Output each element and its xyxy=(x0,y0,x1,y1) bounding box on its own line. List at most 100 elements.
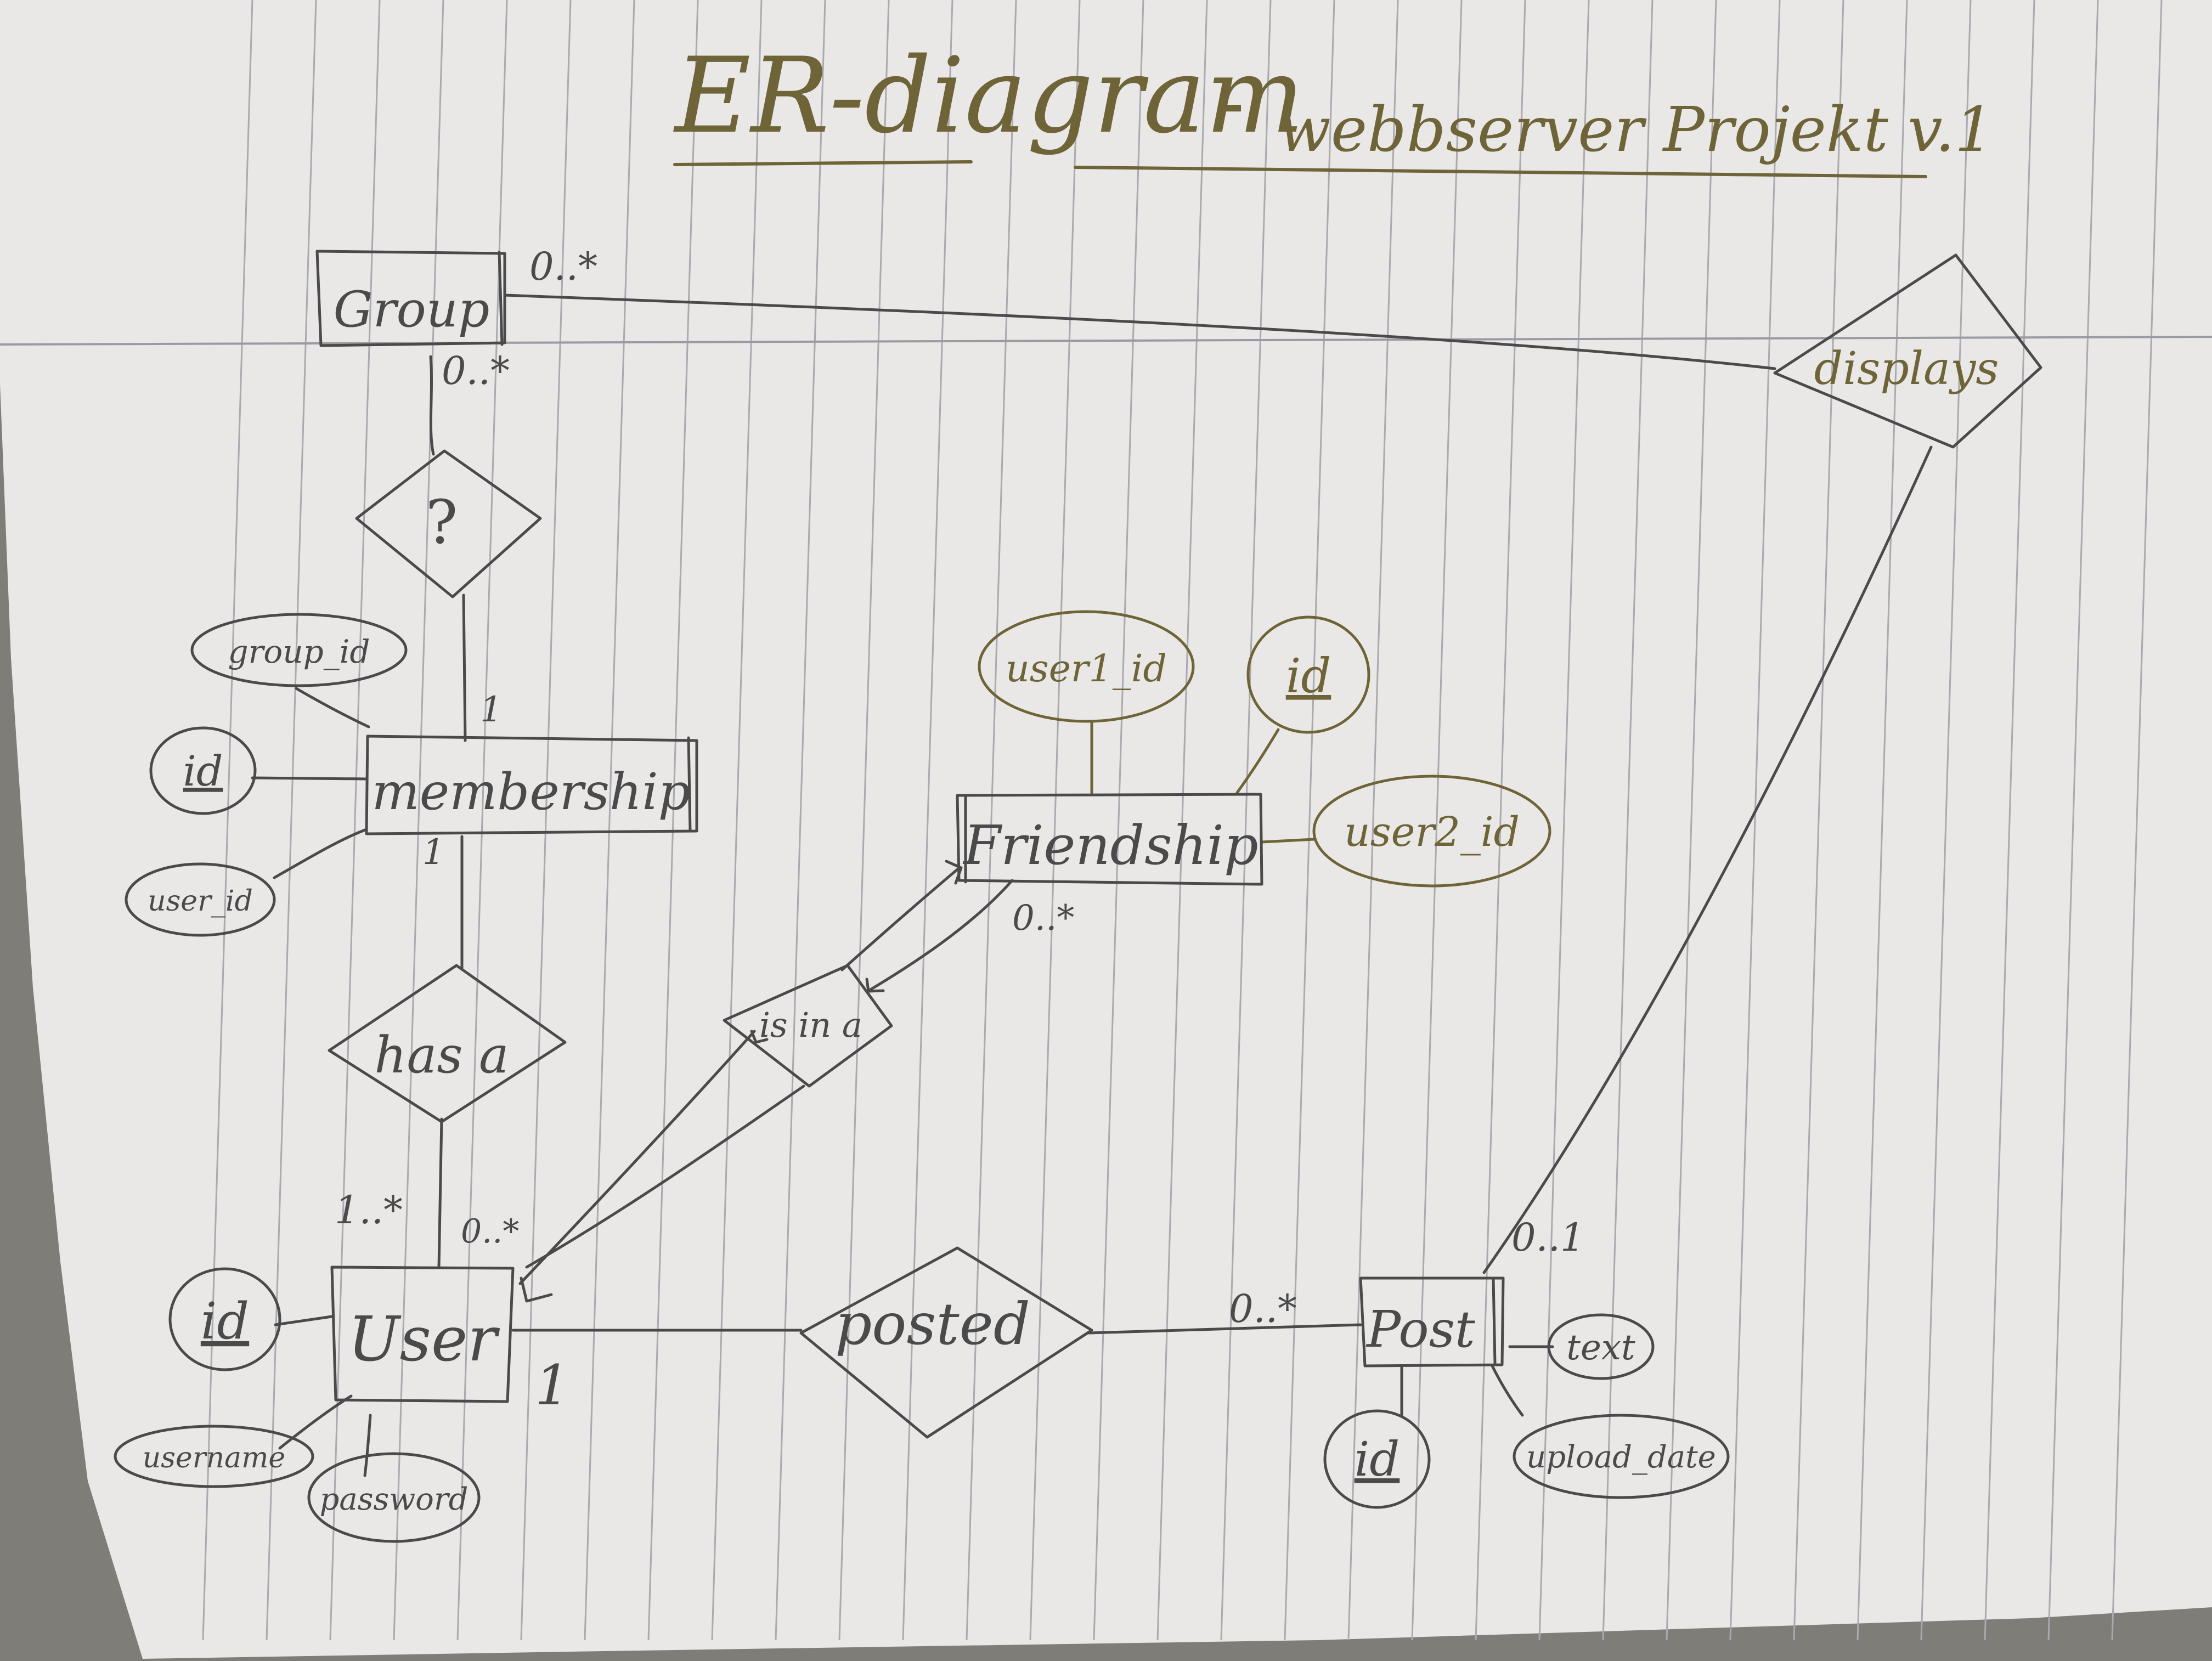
attribute-user-id-label: user_id xyxy=(148,885,253,918)
connectors-pen xyxy=(1090,720,1316,844)
cardinality-user-right: 0..* xyxy=(461,1212,519,1251)
line-user2id-friendship xyxy=(1260,838,1316,844)
line-useridkey-user xyxy=(274,1315,334,1326)
cardinality-labels: 0..* 0..* 1 1 0..* 1..* 0..* 1 0..* 0..1 xyxy=(335,244,1585,1417)
attribute-friendship-id-label: id xyxy=(1286,649,1331,704)
ruled-line-23 xyxy=(1666,0,1717,1641)
ruled-line-12 xyxy=(966,0,1017,1641)
ruled-line-10 xyxy=(838,0,890,1641)
attribute-friendship-user2-id-label: user2_id xyxy=(1344,809,1520,856)
ruled-line-18 xyxy=(1347,0,1399,1641)
line-groupid-membership xyxy=(295,687,370,728)
relationship-unknown-label: ? xyxy=(426,487,458,557)
connectors xyxy=(251,293,1933,1477)
ruled-line-16 xyxy=(1220,0,1272,1641)
cardinality-user-left: 1..* xyxy=(335,1188,403,1233)
line-memberid-membership xyxy=(251,776,368,781)
attribute-username-label: username xyxy=(143,1442,285,1474)
line-group-displays xyxy=(503,293,1776,370)
attribute-post-id-label: id xyxy=(1355,1432,1400,1487)
attribute-group-id: group_id xyxy=(190,613,408,687)
line-uploaddate-post xyxy=(1491,1364,1524,1417)
title-block: ER-diagram - webbserver Projekt v.1 xyxy=(673,35,1994,178)
arrow-head-isina-2 xyxy=(865,978,885,993)
attribute-friendship-user1-id-label: user1_id xyxy=(1006,647,1167,691)
cardinality-membership-top: 1 xyxy=(480,690,503,730)
ruled-line-14 xyxy=(1093,0,1144,1641)
relationship-has-a-label: has a xyxy=(374,1026,509,1084)
attribute-friendship-id: id xyxy=(1246,615,1370,734)
attribute-friendship-user1-id: user1_id xyxy=(978,610,1195,723)
line-user-isina-a xyxy=(518,1030,756,1285)
ruled-line-11 xyxy=(902,0,953,1641)
attribute-user-id-key-label: id xyxy=(201,1292,249,1351)
line-userid-membership xyxy=(273,828,368,879)
ruled-line-9 xyxy=(775,0,826,1641)
attribute-password: password xyxy=(307,1452,481,1543)
title-underline-right xyxy=(1074,166,1927,178)
attribute-membership-id-label: id xyxy=(183,747,223,795)
entity-user: User xyxy=(330,1265,515,1403)
cardinality-group-below: 0..* xyxy=(442,348,510,393)
entity-group: Group xyxy=(315,250,506,347)
ruled-line-15 xyxy=(1156,0,1208,1641)
line-password-user xyxy=(363,1414,372,1477)
relationship-posted: posted xyxy=(799,1246,1093,1439)
arrow-head-user xyxy=(520,1276,553,1303)
arrow-head-friendship xyxy=(945,860,963,885)
attribute-group-id-label: group_id xyxy=(228,633,370,670)
ruled-line-5 xyxy=(520,0,572,1641)
relationship-is-in-a-label: is in a xyxy=(759,1005,862,1045)
cardinality-user-posted: 1 xyxy=(535,1353,570,1417)
title-main: ER-diagram xyxy=(673,35,1305,156)
entity-group-label: Group xyxy=(334,281,490,338)
ruled-line-20 xyxy=(1475,0,1526,1641)
entity-friendship-label: Friendship xyxy=(962,815,1259,877)
ruled-line-26 xyxy=(1857,0,1908,1641)
relationship-has-a: has a xyxy=(328,964,567,1123)
relationship-displays-label: displays xyxy=(1814,343,1999,395)
relationship-displays: displays xyxy=(1773,253,2042,449)
arrow-head-isina xyxy=(750,1030,769,1044)
cardinality-post-displays: 0..1 xyxy=(1511,1215,1585,1260)
ruled-line-30 xyxy=(2111,0,2163,1641)
line-isina-friendship-b xyxy=(868,879,1014,992)
ruled-line-25 xyxy=(1793,0,1844,1641)
line-unknown-membership xyxy=(462,594,467,742)
line-group-unknown xyxy=(429,355,435,456)
line-hasa-user xyxy=(437,1117,443,1269)
line-displays-post xyxy=(1482,445,1933,1274)
cardinality-group-displays: 0..* xyxy=(529,244,597,289)
ruled-line-6 xyxy=(584,0,635,1641)
ruled-line-2 xyxy=(329,0,381,1641)
attribute-post-id: id xyxy=(1323,1409,1431,1509)
ruled-line-22 xyxy=(1602,0,1654,1641)
ruled-line-29 xyxy=(2047,0,2099,1641)
ruled-line-21 xyxy=(1538,0,1590,1641)
ruled-line-1 xyxy=(266,0,317,1641)
attribute-user-id: user_id xyxy=(125,862,276,937)
ruled-line-8 xyxy=(711,0,763,1641)
attribute-text: text xyxy=(1547,1313,1655,1380)
line-user-isina-b xyxy=(525,1084,805,1269)
line-posted-post xyxy=(1087,1323,1362,1335)
cardinality-post-posted: 0..* xyxy=(1229,1286,1297,1331)
entity-friendship: Friendship xyxy=(956,793,1263,886)
paper-margin-line xyxy=(0,336,2212,346)
line-isina-friendship-a xyxy=(840,868,959,971)
entity-user-label: User xyxy=(348,1304,500,1375)
ruled-line-28 xyxy=(1984,0,2035,1641)
attribute-user-id-key: id xyxy=(168,1267,281,1371)
attribute-username: username xyxy=(114,1425,314,1488)
ruled-line-13 xyxy=(1029,0,1081,1641)
attribute-text-label: text xyxy=(1566,1327,1635,1368)
ruled-line-7 xyxy=(647,0,699,1641)
attribute-password-label: password xyxy=(320,1482,469,1517)
title-dash: - xyxy=(1215,50,1245,152)
title-sub: webbserver Projekt v.1 xyxy=(1278,94,1994,166)
line-friendshipid-friendship xyxy=(1235,728,1280,794)
ruled-line-17 xyxy=(1284,0,1335,1641)
